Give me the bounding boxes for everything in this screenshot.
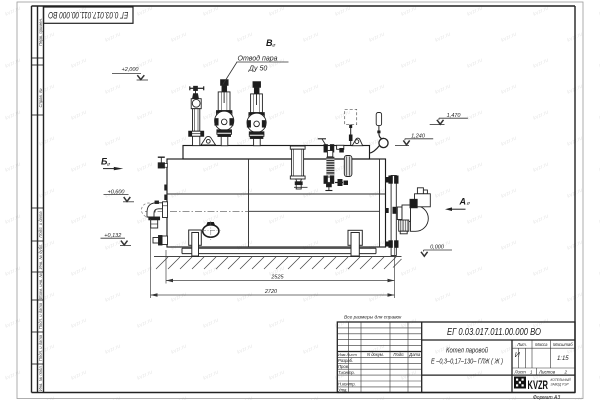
svg-text:Т.контр.: Т.контр.: [338, 370, 355, 375]
svg-text:ЕГ 0.03.017.011.00.000 ВО: ЕГ 0.03.017.011.00.000 ВО: [447, 327, 541, 338]
svg-text:Перв. примен.: Перв. примен.: [38, 18, 43, 46]
svg-text:+0,600: +0,600: [108, 189, 126, 195]
svg-text:Подп. и дата: Подп. и дата: [38, 211, 43, 238]
svg-text:Подп. и дата: Подп. и дата: [38, 302, 43, 329]
svg-text:Масса: Масса: [535, 342, 548, 347]
svg-text:Дата: Дата: [408, 352, 421, 357]
svg-text:Справ. №: Справ. №: [38, 88, 43, 107]
svg-text:0,000: 0,000: [430, 245, 445, 251]
svg-text:+0,132: +0,132: [104, 233, 121, 239]
svg-text:В: В: [266, 38, 273, 48]
svg-text:1,240: 1,240: [411, 134, 426, 140]
svg-text:2720: 2720: [264, 289, 278, 295]
svg-text:Инв. № подл.: Инв. № подл.: [38, 365, 43, 391]
svg-text:Инв. № дубл.: Инв. № дубл.: [38, 244, 43, 270]
svg-text:Все размеры для справок: Все размеры для справок: [344, 315, 402, 321]
svg-text:ЗАВОД РЭР: ЗАВОД РЭР: [551, 383, 570, 387]
svg-text:+2,000: +2,000: [122, 67, 140, 73]
svg-text:Ду 50: Ду 50: [248, 66, 267, 73]
svg-text:Формат А3: Формат А3: [533, 395, 561, 400]
svg-text:1: 1: [530, 370, 533, 375]
svg-text:⌀: ⌀: [107, 162, 111, 168]
svg-text:Листов: Листов: [538, 370, 556, 375]
svg-text:Подп. и дата: Подп. и дата: [38, 334, 43, 361]
svg-text:Отвод пара: Отвод пара: [238, 55, 278, 63]
svg-text:Масштаб: Масштаб: [553, 342, 573, 347]
svg-text:Утв.: Утв.: [338, 387, 348, 392]
svg-text:А: А: [459, 196, 467, 206]
svg-text:2: 2: [564, 370, 568, 375]
svg-text:Е –0,3–0,17–130– ГЛЖ ( Ж ): Е –0,3–0,17–130– ГЛЖ ( Ж ): [431, 359, 503, 366]
svg-text:КОТЕЛЬНЫЙ: КОТЕЛЬНЫЙ: [551, 378, 572, 382]
svg-text:Взам. инв. №: Взам. инв. №: [38, 273, 43, 299]
svg-text:Лит.: Лит.: [516, 342, 527, 347]
svg-text:⌀: ⌀: [272, 43, 276, 49]
svg-text:1,470: 1,470: [447, 113, 462, 119]
svg-text:Б: Б: [101, 156, 108, 166]
svg-text:2525: 2525: [270, 275, 284, 281]
svg-text:Котел паровой: Котел паровой: [446, 346, 489, 355]
svg-text:Пров.: Пров.: [338, 364, 349, 369]
svg-text:N докум.: N докум.: [367, 352, 384, 357]
svg-text:Н.контр.: Н.контр.: [338, 382, 356, 387]
svg-text:⌀: ⌀: [467, 201, 471, 207]
svg-text:1:15: 1:15: [557, 356, 569, 362]
svg-text:ЕГ 0.03.017.011.00.000 ВО: ЕГ 0.03.017.011.00.000 ВО: [48, 10, 128, 21]
svg-text:Лист: Лист: [514, 370, 527, 375]
svg-text:Изм.Лист: Изм.Лист: [338, 352, 357, 357]
svg-text:Подп.: Подп.: [393, 352, 404, 357]
svg-text:И: И: [515, 352, 521, 359]
svg-text:KVZR: KVZR: [528, 378, 549, 392]
svg-text:Разраб.: Разраб.: [338, 358, 353, 363]
